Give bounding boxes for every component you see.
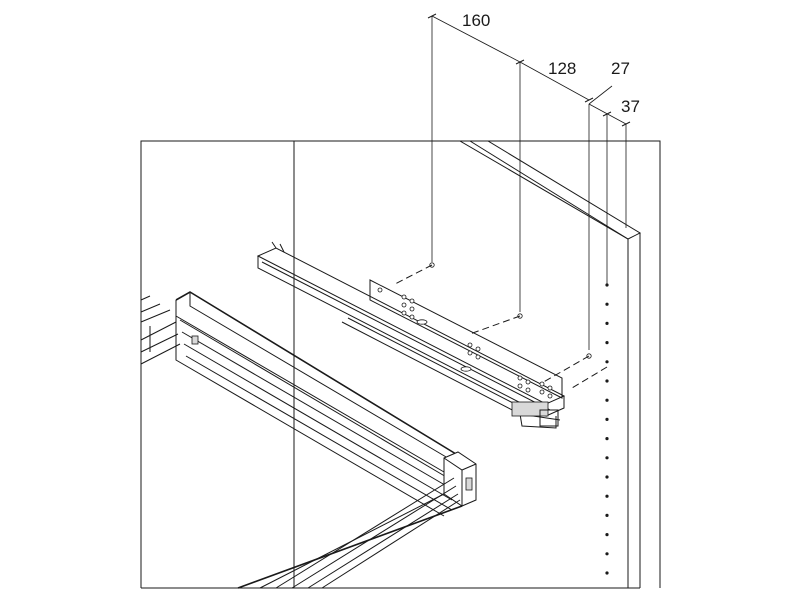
- system-hole: [605, 398, 609, 402]
- dimension-label-37: 37: [621, 97, 640, 116]
- system-hole: [605, 302, 609, 306]
- dimension-label-128: 128: [548, 59, 576, 78]
- drawer-slide-rail: [256, 241, 566, 429]
- system-hole: [605, 360, 609, 364]
- system-hole: [605, 283, 609, 287]
- dimension-label-27: 27: [611, 59, 630, 78]
- system-hole: [605, 494, 609, 498]
- system-hole: [605, 513, 609, 518]
- system-hole: [605, 341, 609, 345]
- cabinet-outline: [140, 140, 661, 589]
- drawer-frame: [140, 291, 477, 589]
- system-hole: [605, 417, 609, 421]
- system-hole: [605, 379, 609, 383]
- system-hole: [605, 437, 609, 441]
- side-panel: [458, 140, 642, 588]
- system-hole: [605, 552, 609, 556]
- mounting-holes: [394, 262, 608, 389]
- dimension-lines: 160 128 27 37: [427, 11, 640, 350]
- system-hole: [605, 456, 609, 460]
- side-panel-system-holes: [605, 283, 609, 575]
- system-hole: [605, 533, 609, 537]
- system-hole: [605, 321, 609, 325]
- system-hole: [605, 571, 609, 575]
- system-hole: [605, 475, 609, 479]
- dimension-label-160: 160: [462, 11, 490, 30]
